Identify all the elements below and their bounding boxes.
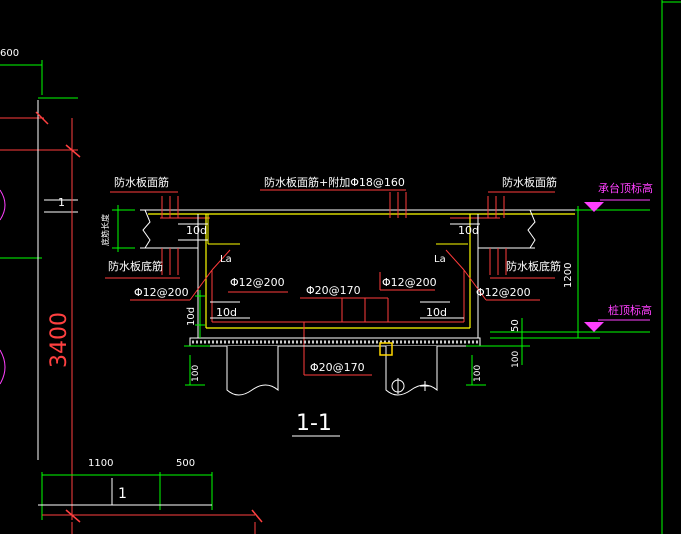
top-mid-label: 防水板面筋+附加Φ18@160 — [264, 175, 405, 189]
mid-right-phi12-label: Φ12@200 — [382, 276, 437, 289]
left-phi12-label: Φ12@200 — [134, 286, 189, 299]
cap-top-elev-marker — [584, 202, 604, 212]
bottom-dim-500: 500 — [176, 458, 195, 469]
dim-100-right-label: 100 — [511, 351, 521, 368]
side-dim-3400: 3400 — [47, 312, 72, 368]
mid-left-phi12-label: Φ12@200 — [230, 276, 285, 289]
right-100-label: 100 — [473, 365, 483, 382]
left-la: La — [220, 254, 232, 265]
dim-1200-label: 1200 — [563, 263, 574, 288]
left-bottom-rebar-label: 防水板底筋 — [108, 259, 163, 273]
top-right-label: 防水板面筋 — [502, 175, 557, 189]
pile-top-elevation-label: 桩顶标高 — [608, 303, 652, 317]
left-10d-mid: 10d — [216, 306, 237, 319]
cap-top-elevation-label: 承台顶标高 — [598, 181, 653, 195]
top-left-label: 防水板面筋 — [114, 175, 169, 189]
right-phi12-label: Φ12@200 — [476, 286, 531, 299]
phi20-top-label: Φ20@170 — [306, 284, 361, 297]
tag-one-text: 1 — [58, 196, 65, 209]
pile-cap-section — [105, 189, 650, 437]
right-la: La — [434, 254, 446, 265]
dim-50-label: 50 — [510, 319, 521, 332]
left-10d-top: 10d — [186, 224, 207, 237]
bottom-mark-1: 1 — [118, 486, 127, 502]
right-10d-mid: 10d — [426, 306, 447, 319]
right-10d-top: 10d — [458, 224, 479, 237]
left-10d-vertical: 10d — [186, 307, 197, 326]
top-left-dim-text: 600 — [0, 48, 19, 59]
left-100-label: 100 — [191, 365, 201, 382]
pile-top-elev-marker — [584, 322, 604, 332]
phi20-bottom-label: Φ20@170 — [310, 361, 365, 374]
right-bottom-rebar-label: 防水板底筋 — [506, 259, 561, 273]
left-vertical-note: 底筋长度 — [100, 214, 110, 246]
section-title: 1-1 — [296, 411, 332, 436]
bottom-dim-1100: 1100 — [88, 458, 113, 469]
